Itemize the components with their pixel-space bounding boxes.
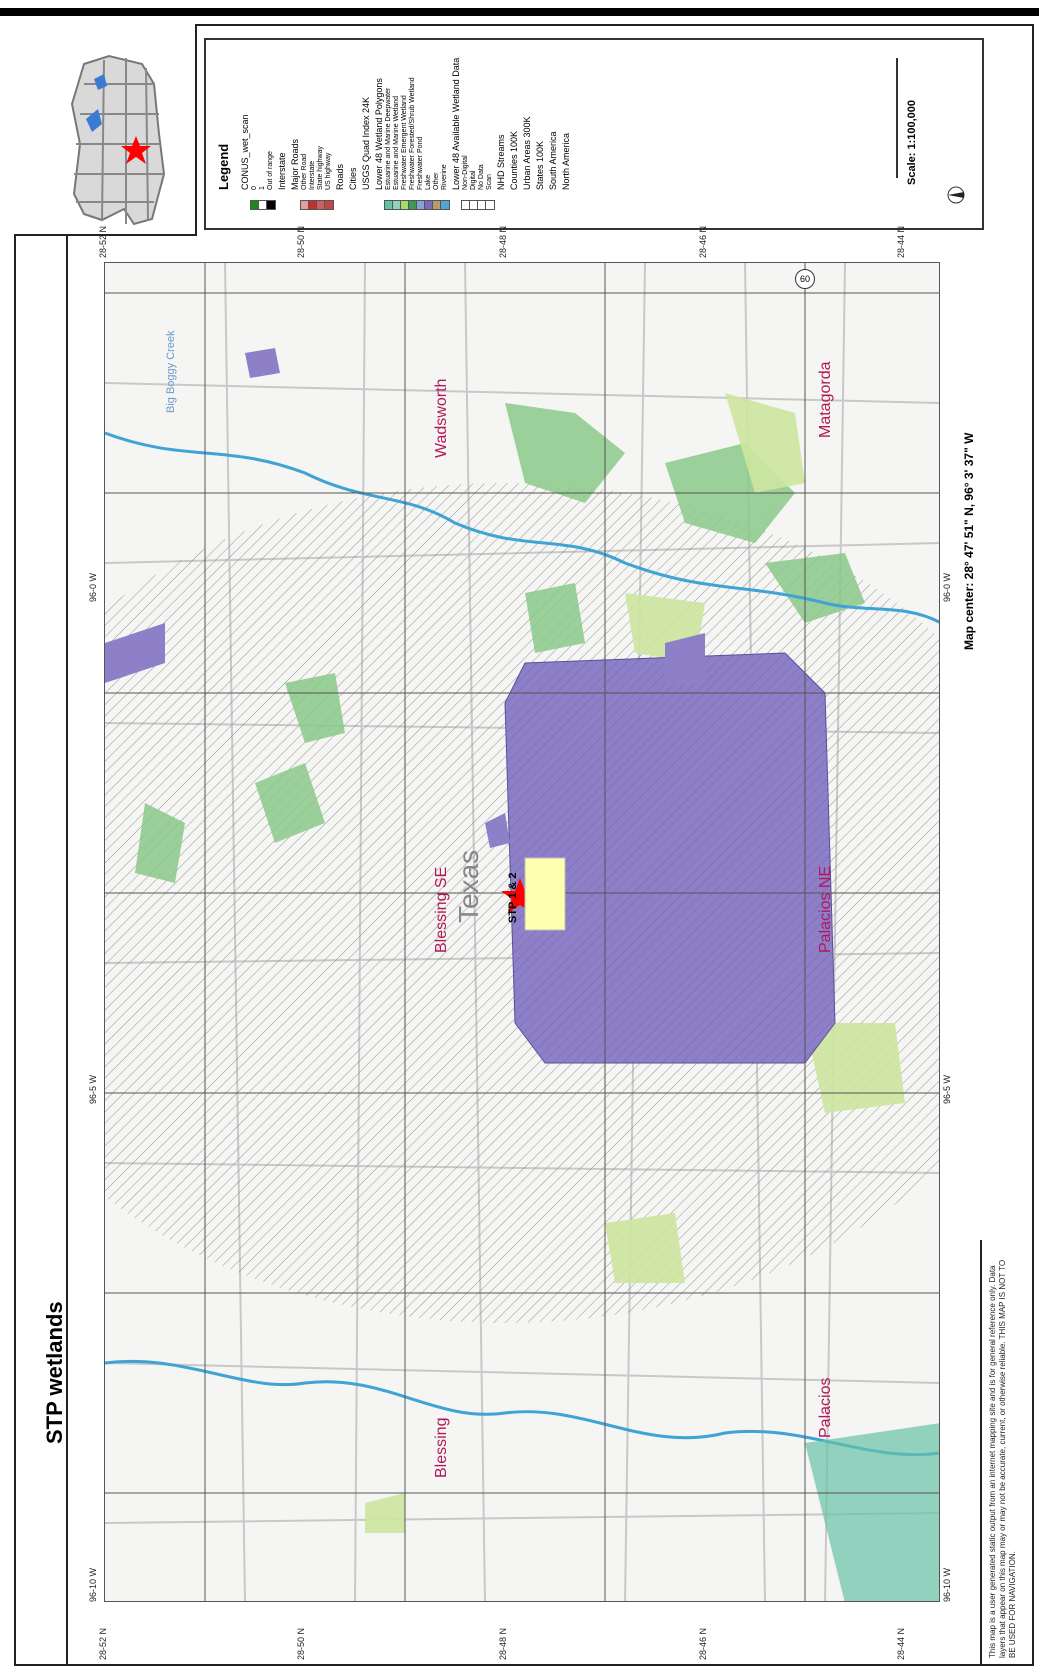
legend-swatch xyxy=(266,200,276,210)
locator-star-icon xyxy=(121,136,151,164)
overview-map xyxy=(14,24,197,236)
lat-label-bottom-3: 28-46 N xyxy=(698,1627,708,1660)
title-panel: STP wetlands xyxy=(14,24,68,1666)
legend-group-label: NHD Streams xyxy=(496,134,506,190)
top-border-bar xyxy=(0,8,1039,16)
legend-group-label: Roads xyxy=(335,163,345,190)
legend-group-label: Interstate xyxy=(277,152,287,190)
lon-label-left-2: 96-10 W xyxy=(88,1567,98,1602)
legend-item-label: 1 xyxy=(259,186,266,190)
legend-heading: Legend xyxy=(216,143,231,190)
map-center-text: Map center: 28° 47' 51" N, 96° 3' 37" W xyxy=(962,432,976,650)
state-label: Texas xyxy=(453,849,484,923)
lat-label-top-2: 28-48 N xyxy=(498,225,508,258)
site-label-box xyxy=(524,857,566,931)
lat-label-top-4: 28-44 N xyxy=(896,225,906,258)
page-frame xyxy=(14,24,1034,1666)
legend-group-label: Lower 48 Wetland Polygons xyxy=(374,78,384,190)
legend-item-label: Freshwater Pond xyxy=(417,136,424,190)
legend-item-label: Lake xyxy=(425,174,432,190)
legend-item-label: State highway xyxy=(317,146,324,190)
legend-item-label: Estuarine and Marine Deepwater xyxy=(385,87,392,190)
legend-group-label: States 100K xyxy=(535,140,545,190)
legend-item-label: No Data xyxy=(478,164,485,190)
legend-item-label: Out of range xyxy=(267,151,274,190)
legend-item-label: Riverine xyxy=(441,164,448,190)
lon-label-left-1: 96-5 W xyxy=(88,1074,98,1104)
disclaimer-text: This map is a user generated static outp… xyxy=(988,1259,1017,1658)
site-label: STP 1 & 2 xyxy=(507,872,519,923)
us-locator-map xyxy=(70,54,166,226)
legend-group-label: South America xyxy=(548,131,558,190)
lon-label-right-1: 96-5 W xyxy=(942,1074,952,1104)
legend-item-label: Other Road xyxy=(301,153,308,190)
place-label-wadsworth: Wadsworth xyxy=(433,378,450,458)
lat-label-bottom-4: 28-44 N xyxy=(896,1627,906,1660)
lat-label-bottom-1: 28-50 N xyxy=(296,1627,306,1660)
place-label-blessing: Blessing xyxy=(433,1417,450,1478)
stream-label: Big Boggy Creek xyxy=(165,330,177,413)
legend-item-label: Interstate xyxy=(309,160,316,190)
legend-item-label: Freshwater Forested/Shrub Wetland xyxy=(409,77,416,190)
route-shield: 60 xyxy=(795,269,815,289)
legend-swatch xyxy=(485,200,495,210)
legend-item-label: US highway xyxy=(325,152,332,190)
scale-bar xyxy=(896,58,898,178)
legend-item-label: Freshwater Emergent Wetland xyxy=(401,95,408,190)
legend-swatch xyxy=(324,200,334,210)
map-title: STP wetlands xyxy=(42,1301,67,1444)
legend-group-label: North America xyxy=(561,132,571,190)
legend-group-label: USGS Quad Index 24K xyxy=(361,96,371,190)
legend-group-label: Urban Areas 300K xyxy=(522,116,532,190)
main-map[interactable]: Wadsworth Matagorda Blessing SE Palacios… xyxy=(104,262,940,1602)
north-arrow-icon xyxy=(947,186,965,204)
place-label-blessing-se: Blessing SE xyxy=(433,866,450,953)
river xyxy=(105,431,939,624)
lat-label-bottom-0: 28-52 N xyxy=(98,1627,108,1660)
lon-label-right-2: 96-10 W xyxy=(942,1567,952,1602)
place-label-palacios: Palacios xyxy=(817,1377,834,1438)
legend-group-label: CONUS_wet_scan xyxy=(240,114,250,190)
disclaimer-panel: This map is a user generated static outp… xyxy=(980,1240,1034,1664)
legend-item-label: 0 xyxy=(251,186,258,190)
lon-label-left-0: 96-0 W xyxy=(88,572,98,602)
legend-item-label: Non-Digital xyxy=(462,155,469,190)
place-label-matagorda: Matagorda xyxy=(817,361,834,439)
legend-swatch xyxy=(440,200,450,210)
lat-label-bottom-2: 28-48 N xyxy=(498,1627,508,1660)
scale-text: Scale: 1:100,000 xyxy=(906,99,918,185)
legend-item-label: Other xyxy=(433,172,440,190)
legend-group-label: Counties 100K xyxy=(509,130,519,190)
legend-group-label: Cities xyxy=(348,167,358,190)
lat-label-top-1: 28-50 N xyxy=(296,225,306,258)
legend-group-label: Lower 48 Available Wetland Data xyxy=(451,57,461,190)
place-label-palacios-ne: Palacios NE xyxy=(817,865,834,953)
legend-item-label: Estuarine and Marine Wetland xyxy=(393,95,400,190)
lat-label-top-3: 28-46 N xyxy=(698,225,708,258)
map-canvas[interactable] xyxy=(105,263,940,1602)
lon-label-right-0: 96-0 W xyxy=(942,572,952,602)
legend-item-label: Digital xyxy=(470,170,477,190)
river-south xyxy=(105,1359,939,1457)
legend-item-label: Scan xyxy=(486,174,493,190)
lat-label-top-0: 28-52 N xyxy=(98,225,108,258)
legend-group-label: Major Roads xyxy=(290,138,300,190)
